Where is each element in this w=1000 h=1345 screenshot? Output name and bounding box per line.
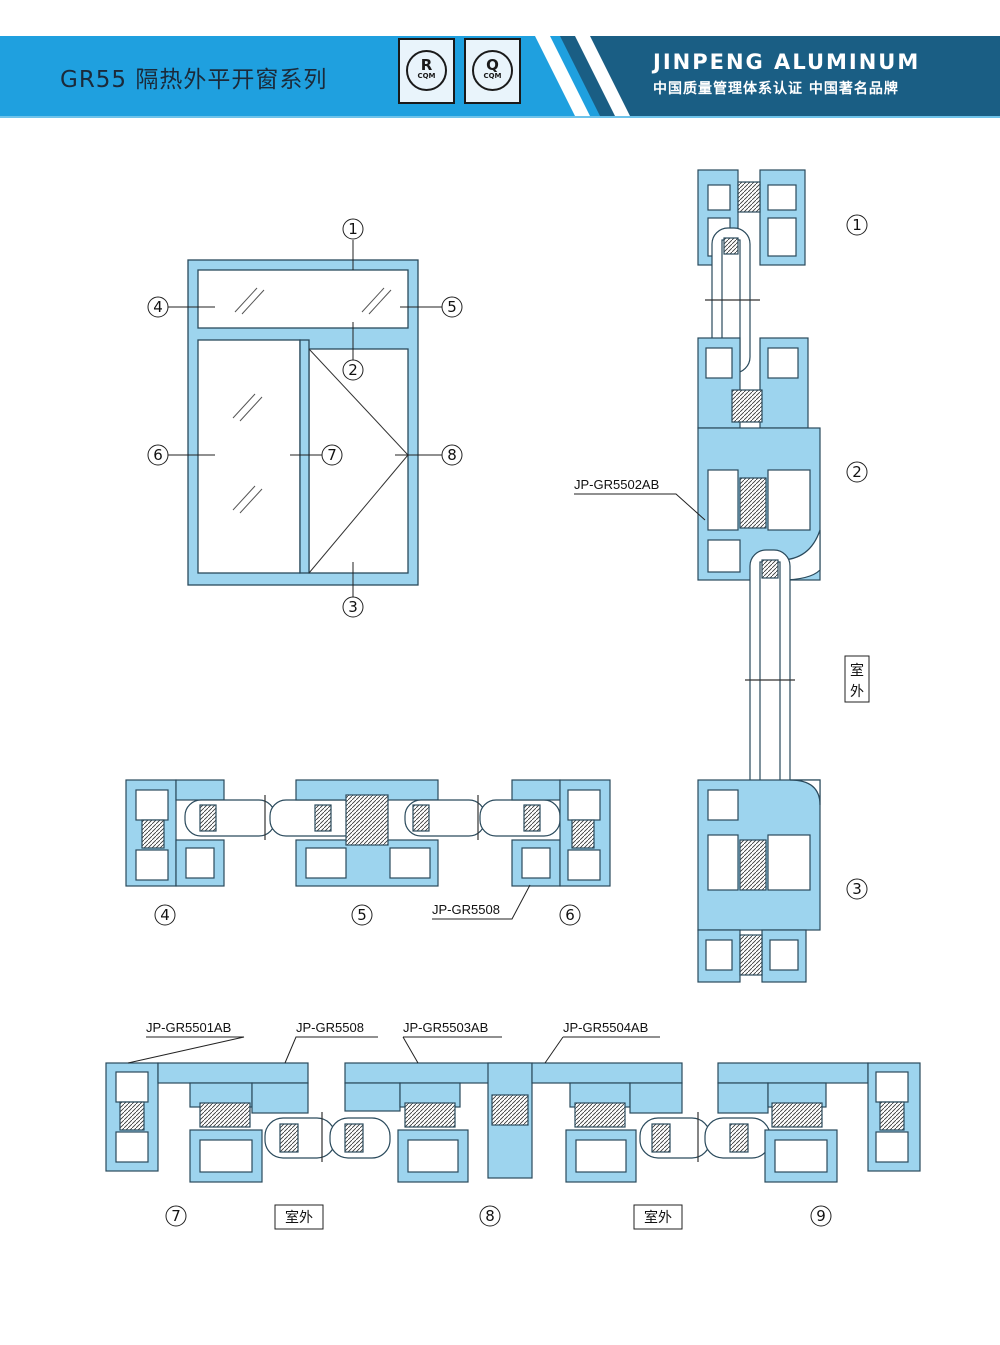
page-header: GR55 隔热外平开窗系列 R CQM Q CQM JINPENG ALUMIN…: [0, 0, 1000, 118]
svg-text:1: 1: [852, 216, 862, 234]
v-callout-2: 2: [846, 461, 868, 483]
svg-text:8: 8: [447, 446, 457, 464]
svg-text:5: 5: [357, 906, 367, 924]
h-callout-5: 5: [351, 904, 373, 926]
svg-text:3: 3: [348, 598, 358, 616]
callout-6: 6: [147, 444, 169, 466]
brand-slogan: 中国质量管理体系认证 中国著名品牌: [653, 81, 899, 97]
svg-text:2: 2: [852, 463, 862, 481]
svg-text:6: 6: [153, 446, 163, 464]
h-callout-7: 7: [165, 1205, 187, 1227]
svg-text:4: 4: [160, 906, 170, 924]
part-label-jp-gr5504ab: JP-GR5504AB: [563, 1020, 648, 1035]
svg-text:7: 7: [171, 1207, 181, 1225]
svg-text:8: 8: [485, 1207, 495, 1225]
h-callout-6: 6: [559, 904, 581, 926]
cqm-q-logo-icon: Q CQM: [464, 38, 521, 104]
callout-1: 1: [342, 218, 364, 240]
callout-7: 7: [321, 444, 343, 466]
outside-label-2: 外: [850, 684, 864, 700]
part-label-jp-gr5503ab: JP-GR5503AB: [403, 1020, 488, 1035]
outside-label-box-b: [633, 1204, 683, 1230]
window-elevation: [187, 259, 419, 586]
v-callout-1: 1: [846, 214, 868, 236]
svg-text:5: 5: [447, 298, 457, 316]
svg-text:9: 9: [816, 1207, 826, 1225]
h-callout-4: 4: [154, 904, 176, 926]
elevation-callouts: 1 4 5 2 6 7 8 3: [147, 218, 463, 618]
cqm-r-logo-icon: R CQM: [398, 38, 455, 104]
callout-5: 5: [441, 296, 463, 318]
svg-text:7: 7: [327, 446, 337, 464]
svg-text:3: 3: [852, 880, 862, 898]
page-title: GR55 隔热外平开窗系列: [60, 67, 328, 93]
part-label-jp-gr5501ab: JP-GR5501AB: [146, 1020, 231, 1035]
callout-4: 4: [147, 296, 169, 318]
horizontal-section-456: [125, 779, 611, 887]
svg-text:2: 2: [348, 361, 358, 379]
section-789-labels: JP-GR5501AB JP-GR5508 JP-GR5503AB JP-GR5…: [127, 1020, 832, 1230]
section-456-labels: 4 5 6 JP-GR5508: [154, 884, 581, 926]
outside-label-box: [844, 655, 870, 703]
outside-label-box-a: [274, 1204, 324, 1230]
svg-text:1: 1: [348, 220, 358, 238]
vertical-section: [697, 169, 821, 983]
outside-label-a: 室外: [285, 1209, 313, 1226]
h-callout-9: 9: [810, 1205, 832, 1227]
vertical-section-labels: 1 2 3 JP-GR5502AB 室 外: [574, 214, 870, 900]
part-label-jp-gr5508-b: JP-GR5508: [296, 1020, 364, 1035]
part-label-jp-gr5502ab: JP-GR5502AB: [574, 477, 659, 492]
callout-8: 8: [441, 444, 463, 466]
callout-3: 3: [342, 596, 364, 618]
svg-text:6: 6: [565, 906, 575, 924]
callout-2: 2: [342, 359, 364, 381]
v-callout-3: 3: [846, 878, 868, 900]
horizontal-section-789: [105, 1062, 921, 1183]
h-callout-8: 8: [479, 1205, 501, 1227]
outside-label-1: 室: [850, 662, 864, 679]
outside-label-b: 室外: [644, 1209, 672, 1226]
brand-name: JINPENG ALUMINUM: [653, 50, 921, 74]
svg-text:4: 4: [153, 298, 163, 316]
part-label-jp-gr5508: JP-GR5508: [432, 902, 500, 917]
